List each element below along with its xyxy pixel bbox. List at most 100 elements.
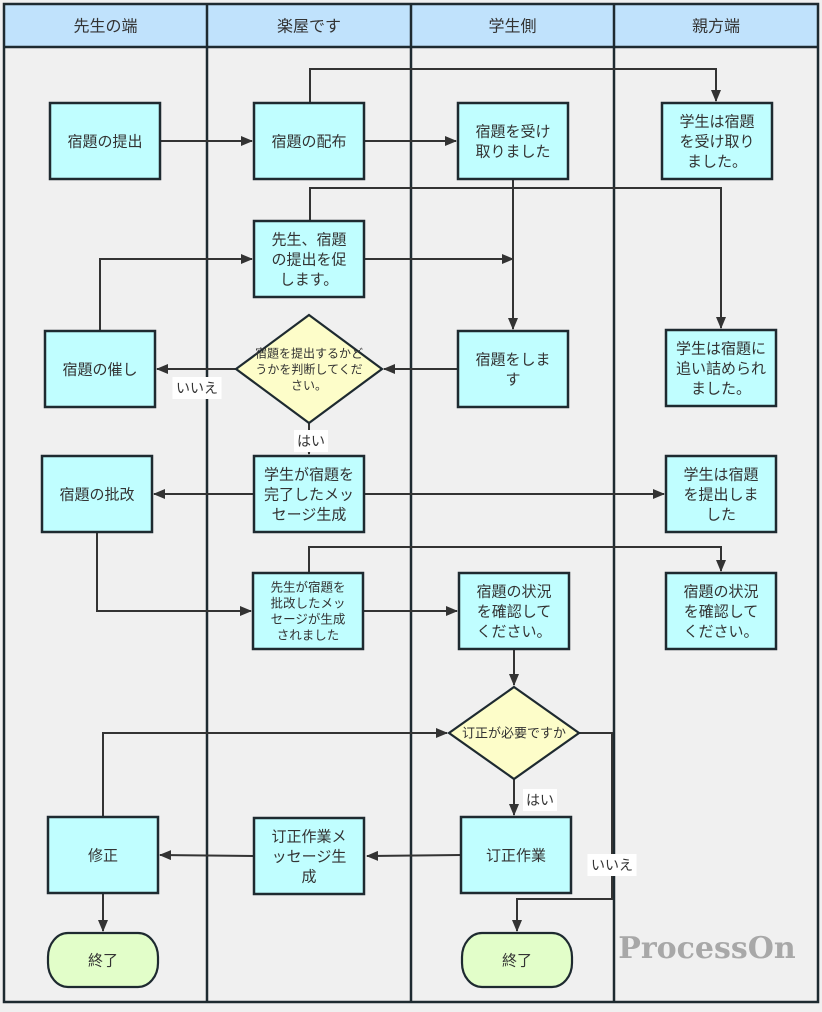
node-text-line: セージが生成 [271, 612, 346, 627]
terminal-shape [460, 931, 574, 989]
lane-title-parent: 親方端 [692, 17, 740, 36]
process-shape [252, 454, 366, 534]
edge-n18-to-n17 [159, 850, 255, 861]
label-background [172, 377, 222, 399]
process-node-n19[interactable]: 订正作業 [459, 815, 573, 895]
edge-n10-to-n13 [96, 532, 252, 616]
edge-n16-to-n21 [512, 732, 613, 932]
node-text-line: 学生は宿題 [683, 465, 758, 483]
node-text-line: を提出しま [683, 485, 758, 503]
lane-headers: 先生の端 楽屋です 学生側 親方端 [4, 4, 818, 47]
decision-shape [447, 685, 581, 781]
node-text-line: を確認して [684, 602, 759, 620]
terminal-node-n20[interactable]: 終了 [46, 931, 160, 989]
node-text-line: 完了したメッ [264, 485, 354, 503]
node-text-line: を受け取り [679, 132, 754, 150]
edge-label-text: いいえ [591, 858, 633, 874]
node-text-line: ッセージ生 [272, 847, 347, 865]
node-text-line: 宿題の催し [62, 360, 137, 378]
edge-n13-to-n15 [308, 546, 726, 573]
node-text-line: す [505, 370, 520, 388]
node-text-line: 先生が宿題を [270, 580, 345, 595]
process-node-n1[interactable]: 宿題の提出 [48, 101, 162, 181]
decision-node-n16[interactable]: 订正が必要ですか [447, 685, 581, 781]
edge-label-text: いいえ [176, 381, 218, 397]
edge-n2-to-n4 [309, 68, 721, 103]
decision-shape [234, 313, 384, 425]
process-shape [456, 101, 570, 181]
node-text-line: 宿題を受け [475, 122, 550, 140]
node-text-line: します。 [280, 270, 339, 288]
process-shape [48, 101, 162, 181]
node-text-line: 宿題を提出するかど [255, 345, 363, 360]
nodes: 宿題の提出宿題の配布宿題を受け取りました学生は宿題を受け取りました。先生、宿題の… [40, 101, 778, 989]
lane-title-backstage: 楽屋です [277, 17, 341, 36]
process-shape [664, 571, 778, 651]
node-text-line: 追い詰められ [676, 359, 766, 377]
node-text-line: 订正作業 [486, 846, 546, 864]
process-shape [664, 454, 778, 534]
process-shape [660, 101, 774, 181]
node-text-line: 修正 [88, 846, 118, 864]
node-text-line: の提出を促 [271, 250, 346, 268]
edge-label-n7-to-n6: いいえ [172, 377, 222, 399]
process-node-n10[interactable]: 宿題の批改 [40, 454, 154, 534]
process-shape [457, 571, 571, 651]
node-text-line: を確認して [477, 602, 552, 620]
node-text-line: 取りました [475, 142, 550, 160]
node-text-line: 宿題の状況 [476, 582, 551, 600]
node-text-line: ました。 [687, 152, 747, 170]
edge-label-n7-to-n11: はい [294, 430, 328, 452]
edge-n5-to-n9 [309, 187, 726, 329]
watermark-text: ProcessOn [618, 931, 796, 966]
terminal-node-n21[interactable]: 終了 [460, 931, 574, 989]
node-text-line: 学生は宿題 [679, 112, 754, 130]
terminal-shape [46, 931, 160, 989]
edge-n17-to-n16 [102, 728, 448, 817]
process-node-n6[interactable]: 宿題の催し [43, 329, 157, 409]
process-shape [252, 219, 366, 299]
lane-title-teacher: 先生の端 [73, 17, 137, 36]
process-shape [664, 328, 778, 408]
node-text-line: 宿題をしま [475, 350, 550, 368]
node-text-line: 先生、宿題 [271, 230, 346, 248]
node-text-line: 订正が必要ですか [462, 727, 566, 742]
node-text-line: 宿題の配布 [271, 132, 346, 150]
process-node-n2[interactable]: 宿題の配布 [252, 101, 366, 181]
node-text-line: うかを判断してくだ [255, 361, 362, 376]
edge-label-text: はい [297, 434, 325, 450]
process-shape [40, 454, 154, 534]
node-text-line: 订正作業メ [271, 827, 346, 845]
label-background [523, 789, 557, 811]
process-shape [459, 815, 573, 895]
lane-header-teacher [4, 4, 207, 47]
edge-n19-to-n18 [366, 850, 462, 861]
process-shape [43, 329, 157, 409]
node-text-line: 批改したメッ [270, 596, 345, 611]
edge-n6-to-n5 [99, 254, 253, 331]
lane-title-student: 学生側 [488, 17, 536, 36]
node-text-line: 宿題の提出 [67, 132, 142, 150]
node-text-line: 宿題の状況 [683, 582, 758, 600]
node-text-line: 終了 [88, 951, 118, 969]
node-text-line: 学生は宿題に [676, 339, 766, 357]
edge-label-text: はい [526, 793, 554, 809]
process-node-n17[interactable]: 修正 [46, 815, 160, 895]
process-shape [252, 816, 366, 896]
